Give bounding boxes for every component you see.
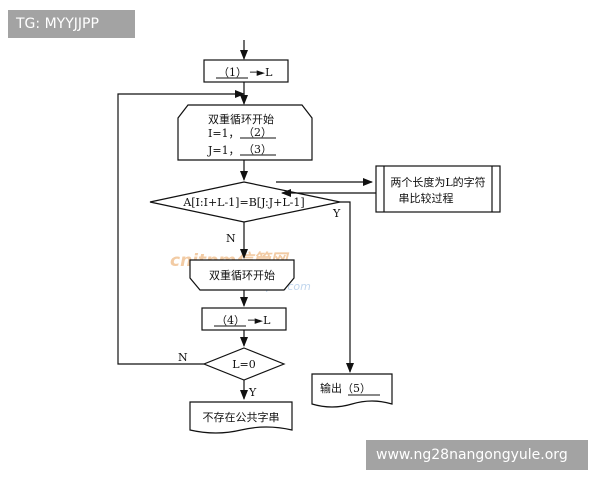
compare-yes-label: Y bbox=[332, 207, 341, 220]
arrow-check-no-loopback bbox=[117, 90, 245, 365]
no-common-document bbox=[189, 401, 293, 434]
subprocess-line1: 两个长度为L的字符 bbox=[390, 175, 485, 189]
compare-condition: A[I:I+L-1]=B[J:J+L-1] bbox=[182, 196, 304, 209]
top-watermark-tag: TG: MYYJJPP bbox=[8, 10, 135, 38]
init-label: （1） bbox=[218, 66, 247, 79]
loop-j-blank: （3） bbox=[243, 143, 272, 156]
init-arrow-label: ─►L bbox=[249, 66, 273, 79]
loop-end-label: 双重循环开始 bbox=[209, 268, 275, 282]
subprocess-box bbox=[375, 165, 501, 213]
arrow-compare-yes bbox=[340, 201, 354, 373]
update-label: （4） bbox=[216, 314, 245, 327]
loop-start-shape bbox=[177, 104, 313, 161]
loop-i-blank: （2） bbox=[243, 126, 272, 139]
loop-i-prefix: I=1， bbox=[208, 127, 240, 140]
output-document bbox=[311, 373, 393, 408]
loop-j-prefix: J=1， bbox=[207, 144, 240, 157]
loop-start-title: 双重循环开始 bbox=[208, 112, 274, 126]
check-condition: L=0 bbox=[232, 358, 256, 371]
compare-no-label: N bbox=[226, 232, 236, 245]
subprocess-line2: 串比较过程 bbox=[399, 191, 454, 205]
check-yes-label: Y bbox=[248, 386, 257, 399]
no-common-label: 不存在公共字串 bbox=[203, 410, 280, 424]
init-box bbox=[203, 59, 289, 83]
check-no-label: N bbox=[178, 351, 188, 364]
output-label: 输出（5） bbox=[320, 381, 371, 395]
loop-end-shape bbox=[189, 259, 295, 291]
update-arrow-label: ─►L bbox=[247, 314, 271, 327]
bottom-watermark-url: www.ng28nangongyule.org bbox=[366, 440, 588, 470]
